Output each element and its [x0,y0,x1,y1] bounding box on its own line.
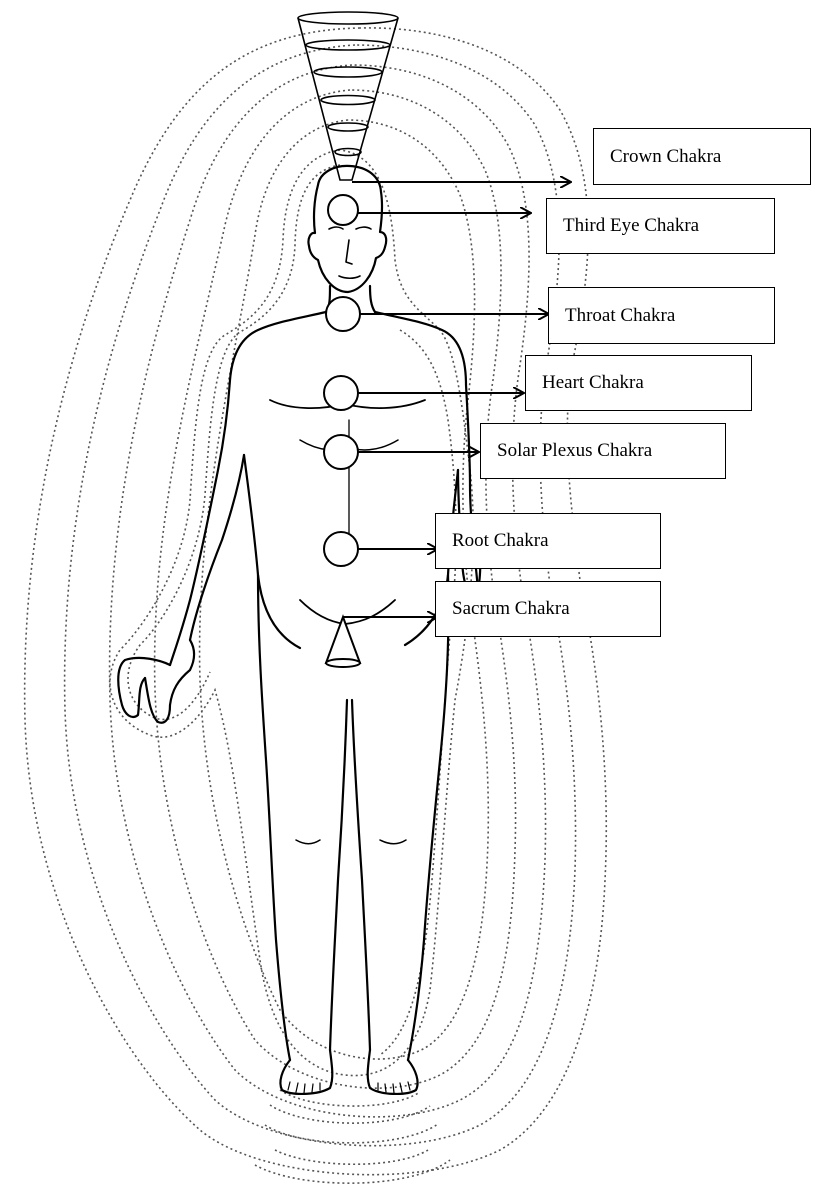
chakra-markers [324,195,360,667]
crown-chakra-label: Crown Chakra [593,128,811,185]
root-marker [324,532,358,566]
sacrum-marker [326,617,360,663]
throat-chakra-label: Throat Chakra [548,287,775,344]
root-chakra-label: Root Chakra [435,513,661,569]
third-eye-marker [328,195,358,225]
crown-cone [298,12,398,180]
third-eye-chakra-label: Third Eye Chakra [546,198,775,254]
sacrum-chakra-label: Sacrum Chakra [435,581,661,637]
solar-plexus-marker [324,435,358,469]
human-figure [118,166,480,1094]
heart-marker [324,376,358,410]
heart-chakra-label: Heart Chakra [525,355,752,411]
solar-plexus-chakra-label: Solar Plexus Chakra [480,423,726,479]
throat-marker [326,297,360,331]
